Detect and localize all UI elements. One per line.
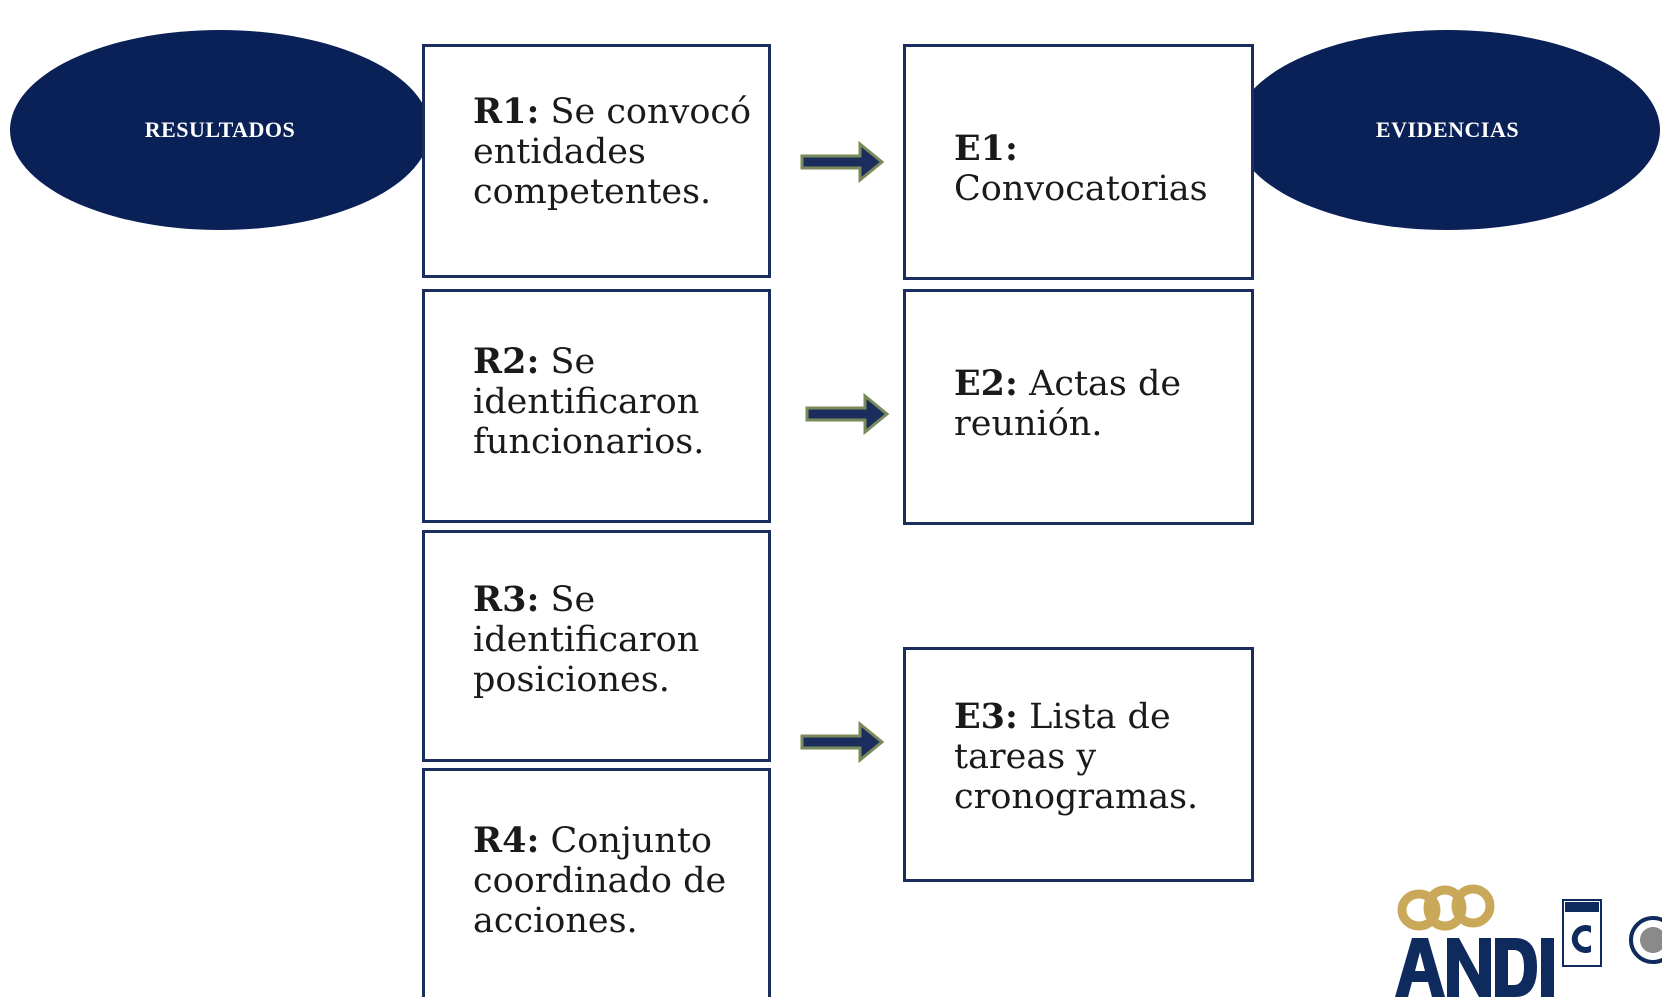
result-box-r3: R3: Se identificaron posiciones. xyxy=(422,530,771,762)
evidence-label-e1: E1: xyxy=(954,128,1018,169)
evidence-box-e3: E3: Lista de tareas y cronogramas. xyxy=(903,647,1254,882)
result-box-r4: R4: Conjunto coordinado de acciones. xyxy=(422,768,771,997)
arrow-right-icon xyxy=(805,392,889,436)
result-label-r1: R1: xyxy=(473,91,540,132)
resultados-label: RESULTADOS xyxy=(144,117,296,142)
evidence-text-e3: Lista de tareas y cronogramas. xyxy=(954,697,1199,817)
evidence-box-e2: E2: Actas de reunión. xyxy=(903,289,1254,525)
result-text-r1: Se convocó entidades competentes. xyxy=(473,92,752,212)
result-label-r4: R4: xyxy=(473,820,540,861)
result-text-r4: Conjunto coordinado de acciones. xyxy=(473,821,727,941)
evidence-label-e3: E3: xyxy=(954,696,1018,737)
arrow-right-icon xyxy=(800,720,884,764)
result-text-r2: Se identificaron funcionarios. xyxy=(473,342,705,462)
evidence-text-e1: Convocatorias xyxy=(954,169,1208,209)
result-box-r2: R2: Se identificaron funcionarios. xyxy=(422,289,771,523)
evidence-text-e2: Actas de reunión. xyxy=(954,364,1182,444)
andi-logo xyxy=(1395,884,1662,997)
evidence-box-e1: E1: Convocatorias xyxy=(903,44,1254,280)
result-box-r1: R1: Se convocó entidades competentes. xyxy=(422,44,771,278)
result-label-r2: R2: xyxy=(473,341,540,382)
arrow-right-icon xyxy=(800,140,884,184)
resultados-oval: RESULTADOS xyxy=(10,30,430,230)
result-text-r3: Se identificaron posiciones. xyxy=(473,580,700,700)
result-label-r3: R3: xyxy=(473,579,540,620)
evidencias-oval: EVIDENCIAS xyxy=(1235,30,1660,230)
evidence-label-e2: E2: xyxy=(954,363,1018,404)
evidencias-label: EVIDENCIAS xyxy=(1375,117,1520,142)
